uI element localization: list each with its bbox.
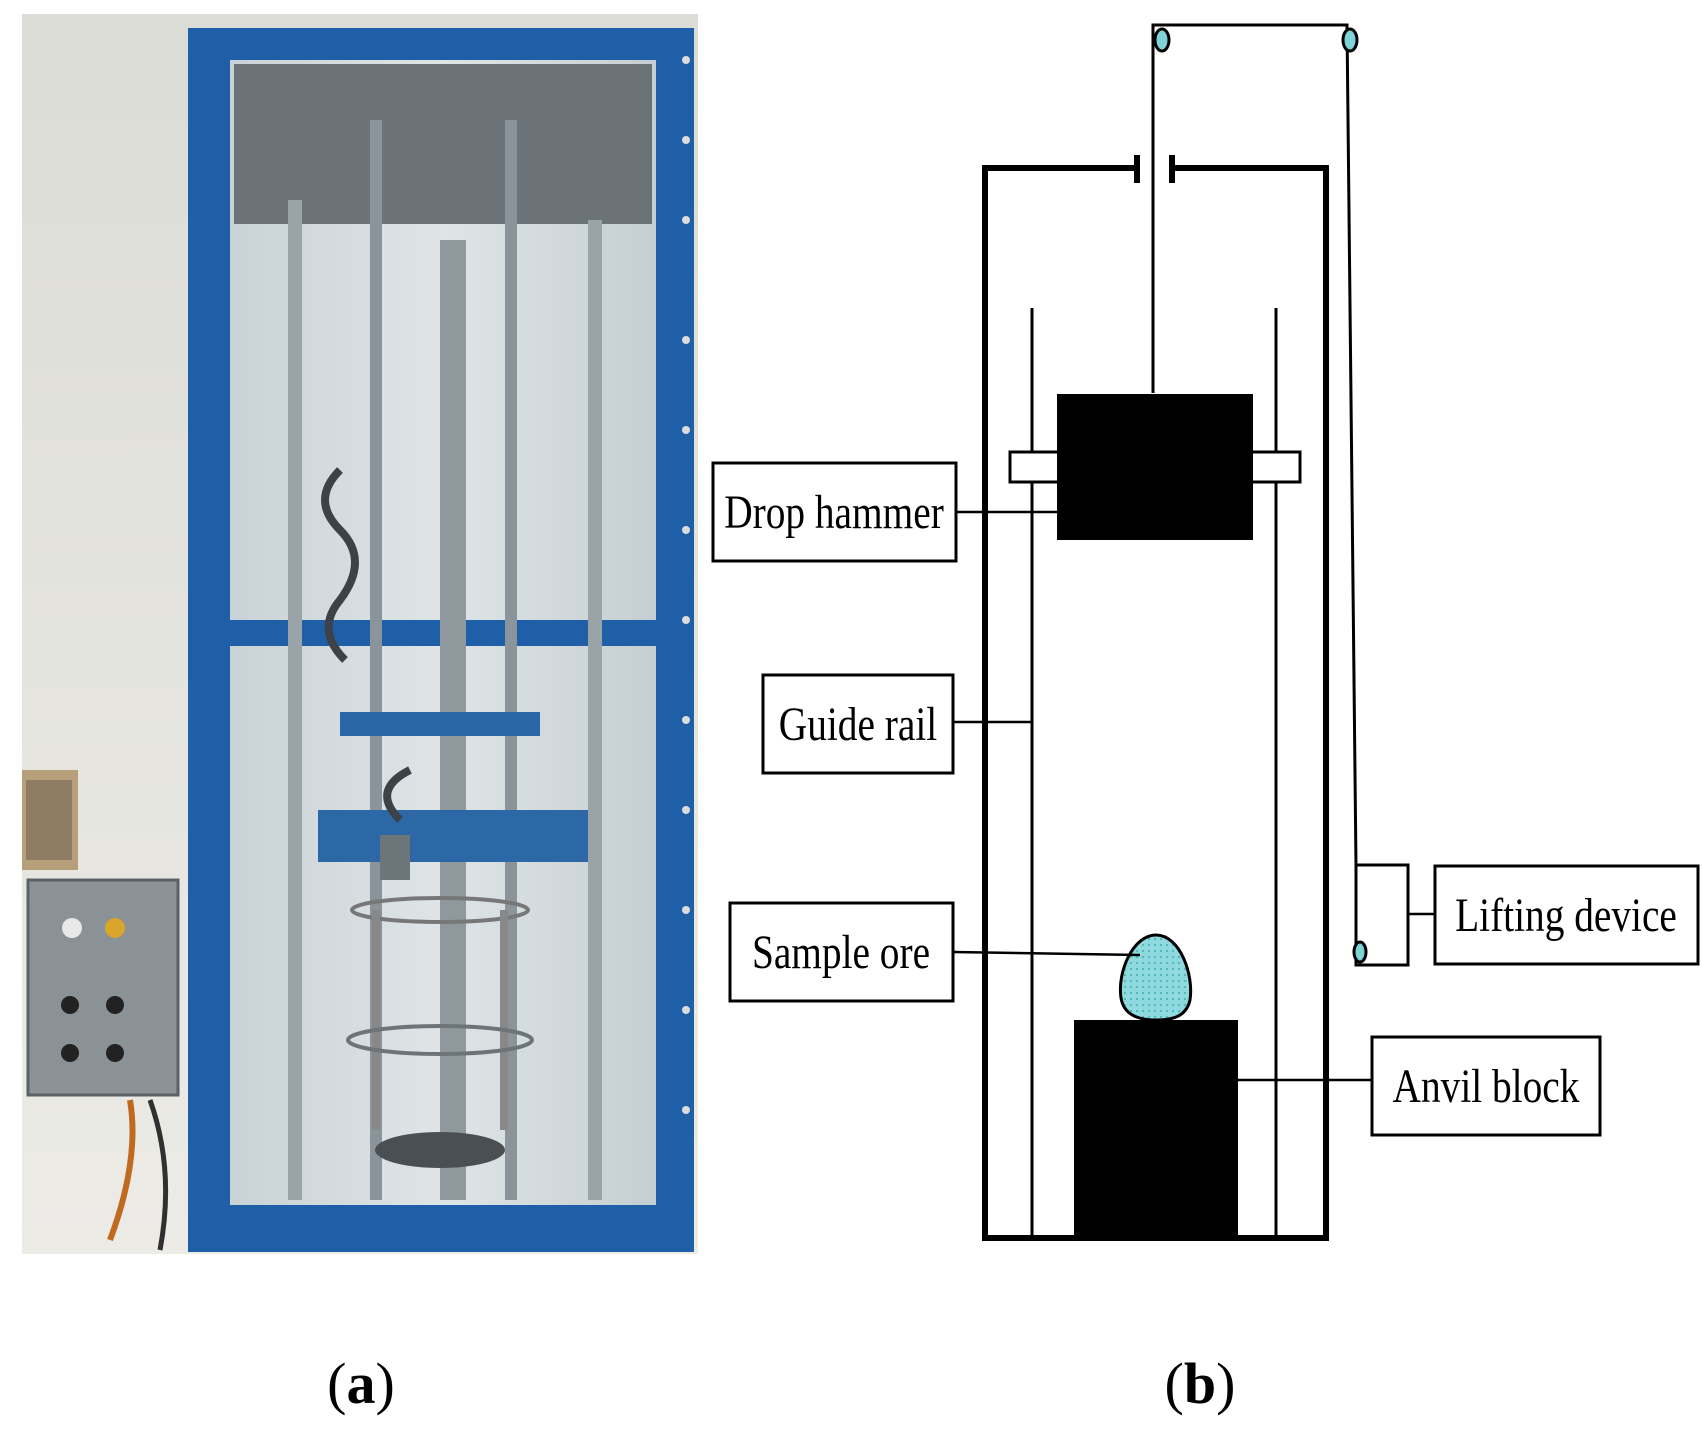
callout-box-drop-hammer — [711, 461, 958, 563]
callout-box-sample-ore — [728, 901, 955, 1003]
air-hose — [321, 467, 359, 663]
anvil-block — [1074, 1020, 1238, 1238]
pulley-left — [1153, 27, 1171, 53]
callout-lifting-device: Lifting device — [1455, 889, 1677, 941]
pulley-right — [1341, 27, 1359, 53]
lifting-pulley — [1352, 940, 1368, 964]
cabinet-rivets — [682, 56, 690, 1114]
control-knob — [61, 996, 79, 1014]
control-knob — [106, 1044, 124, 1062]
callout-box-lifting-device — [1433, 864, 1700, 966]
control-knob — [61, 1044, 79, 1062]
panel-a-photo — [22, 14, 698, 1254]
callout-drop-hammer: Drop hammer — [724, 486, 944, 538]
callout-guide-rail: Guide rail — [779, 698, 937, 750]
panel-b-schematic — [711, 23, 1700, 1241]
hammer-crosshead — [340, 712, 540, 736]
callout-box-anvil-block — [1370, 1035, 1602, 1137]
guide-column — [288, 200, 302, 1200]
hoist-rope — [1151, 23, 1359, 961]
indicator-light-white — [62, 918, 82, 938]
callout-sample-ore: Sample ore — [752, 926, 930, 978]
callout-anvil-block: Anvil block — [1393, 1060, 1580, 1112]
hammer-carriage — [318, 810, 588, 862]
anvil-base — [375, 1132, 505, 1168]
control-box — [26, 878, 180, 1097]
sample-cage — [350, 896, 530, 924]
panel-label-a: (a) — [327, 1351, 395, 1416]
control-knob — [106, 996, 124, 1014]
sample-ore — [1118, 933, 1193, 1022]
cable — [107, 1099, 136, 1242]
panel-label-b: (b) — [1165, 1351, 1236, 1416]
indicator-light-amber — [105, 918, 125, 938]
callout-box-guide-rail — [761, 673, 955, 775]
leader-sample-ore — [952, 950, 1141, 957]
drop-hammer — [1057, 394, 1253, 540]
